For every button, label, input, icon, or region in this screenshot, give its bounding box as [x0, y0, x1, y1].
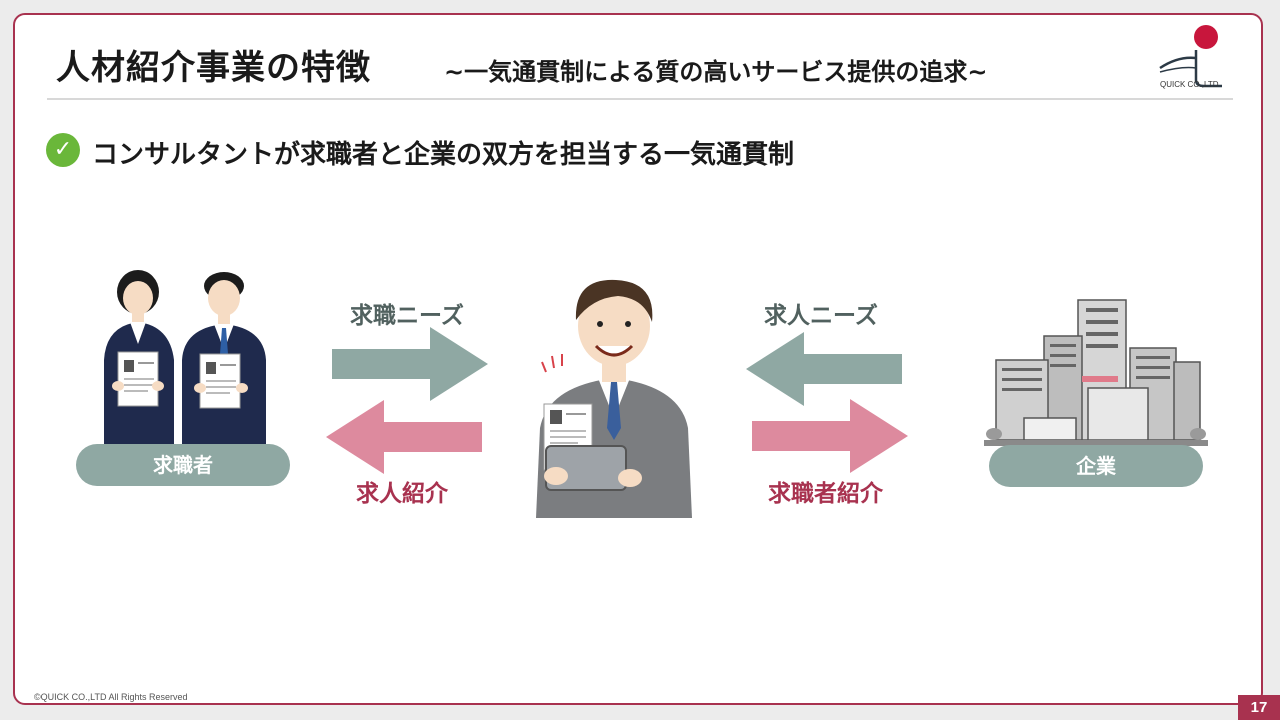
job-intro-label: 求人紹介: [356, 481, 448, 507]
job-seeker-label: 求職者: [76, 444, 290, 486]
header-divider: [47, 98, 1233, 100]
company-label: 企業: [989, 445, 1203, 487]
quick-logo: [1159, 25, 1222, 88]
seeker-needs-arrow: [332, 327, 488, 401]
job-needs-arrow: [746, 332, 902, 406]
consultant-illustration: [536, 279, 692, 518]
page-number: 17: [1238, 695, 1280, 720]
seeker-intro-label: 求職者紹介: [768, 481, 883, 507]
key-point-text: コンサルタントが求職者と企業の双方を担当する一気通貫制: [92, 140, 795, 170]
company-buildings-illustration: [984, 299, 1208, 446]
page-subtitle: ~一気通貫制による質の高いサービス提供の追求~: [444, 58, 988, 86]
seeker-needs-label: 求職ニーズ: [350, 303, 464, 329]
copyright-text: ©QUICK CO.,LTD All Rights Reserved: [34, 692, 188, 702]
job-needs-label: 求人ニーズ: [764, 303, 878, 329]
job-seekers-illustration: [104, 270, 266, 446]
job-intro-arrow: [326, 400, 482, 474]
page-title: 人材紹介事業の特徴: [56, 48, 371, 88]
logo-text: QUICK CO.,LTD: [1160, 80, 1219, 89]
check-icon: ✓: [46, 133, 80, 167]
seeker-intro-arrow: [752, 399, 908, 473]
